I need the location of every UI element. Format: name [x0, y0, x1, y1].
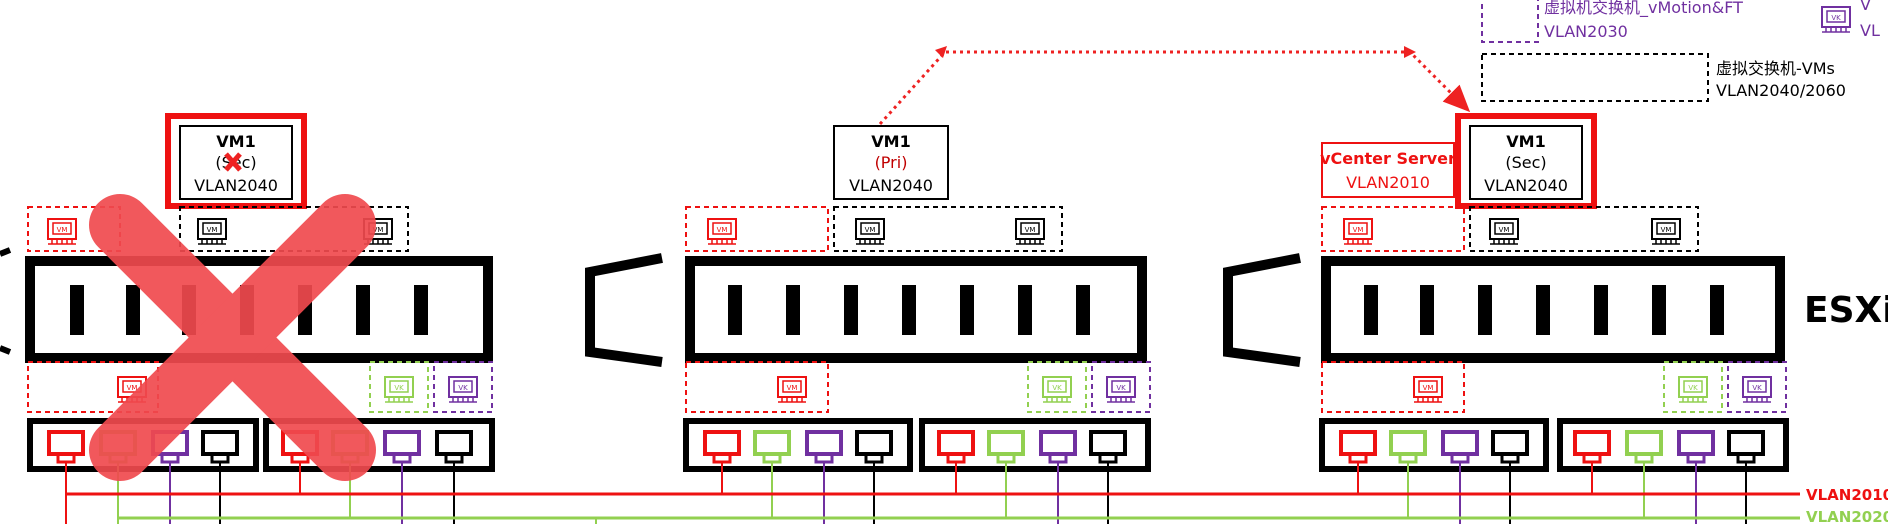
legend-vms-vlan: VLAN2040/2060	[1716, 81, 1846, 100]
legend-vms-label: 虚拟交换机-VMs	[1716, 59, 1835, 78]
nic-card	[1319, 418, 1549, 472]
vm-icon	[197, 218, 227, 245]
host-1: VM1 (Sec) VLAN2040	[0, 113, 495, 524]
ethernet-port-icon	[987, 430, 1025, 464]
ethernet-port-icon	[703, 430, 741, 464]
ethernet-port-icon	[1441, 430, 1479, 464]
failover-arrow	[878, 50, 1471, 126]
ethernet-port-icon	[201, 430, 239, 464]
vlan2020-label: VLAN2020	[1806, 508, 1888, 524]
legend-vmotion-vlan: VLAN2030	[1544, 22, 1628, 41]
ethernet-port-icon	[1625, 430, 1663, 464]
ethernet-port-icon	[805, 430, 843, 464]
host-2: VM1 (Pri) VLAN2040	[585, 125, 1151, 524]
ethernet-port-icon	[47, 430, 85, 464]
nic-card	[919, 418, 1151, 472]
legend: 虚拟机交换机_vMotion&FT VLAN2030 V VL 虚拟交换机-VM…	[1481, 0, 1880, 102]
vcenter-vlan: VLAN2010	[1346, 173, 1430, 192]
ethernet-port-icon	[1573, 430, 1611, 464]
vcenter-box	[1321, 142, 1455, 198]
vm-name: VM1	[1506, 132, 1545, 151]
cluster-bracket	[1223, 253, 1301, 367]
ethernet-port-icon	[383, 430, 421, 464]
ethernet-port-icon	[435, 430, 473, 464]
vm-vlan: VLAN2040	[849, 176, 933, 195]
legend-vms-box	[1481, 53, 1709, 102]
esxi-host-chassis	[1321, 256, 1785, 363]
vm-vlan: VLAN2040	[194, 176, 278, 195]
ethernet-port-icon	[1039, 430, 1077, 464]
vm-box	[1469, 125, 1583, 200]
vm-icon	[1343, 218, 1373, 245]
vk-icon	[1821, 6, 1851, 33]
nic-card	[1557, 418, 1789, 472]
ethernet-port-icon	[855, 430, 893, 464]
ethernet-port-icon	[1339, 430, 1377, 464]
vk-icon	[448, 376, 478, 403]
vm-role: (Pri)	[875, 153, 908, 172]
ethernet-port-icon	[753, 430, 791, 464]
ethernet-port-icon	[1677, 430, 1715, 464]
vm-role: (Sec)	[1505, 153, 1546, 172]
vm-icon	[1489, 218, 1519, 245]
nic-card	[683, 418, 913, 472]
ethernet-port-icon	[1491, 430, 1529, 464]
vlan2010-label: VLAN2010	[1806, 486, 1888, 504]
vm-icon	[47, 218, 77, 245]
legend-right-label: V	[1860, 0, 1871, 14]
nic-card	[263, 418, 495, 472]
ethernet-port-icon	[1727, 430, 1765, 464]
vm-icon	[707, 218, 737, 245]
vm-icon	[1413, 376, 1443, 403]
vk-icon	[1678, 376, 1708, 403]
vm-box	[833, 125, 949, 200]
vm-name: VM1	[216, 132, 255, 151]
vk-icon	[1042, 376, 1072, 403]
cluster-bracket	[585, 253, 663, 367]
vm-icon	[1651, 218, 1681, 245]
ethernet-port-icon	[1389, 430, 1427, 464]
vm-name: VM1	[871, 132, 910, 151]
legend-vmotion-box	[1481, 0, 1539, 43]
vm-vlan: VLAN2040	[1484, 176, 1568, 195]
legend-vmotion-label: 虚拟机交换机_vMotion&FT	[1544, 0, 1743, 18]
host-failed-x-mark	[89, 194, 376, 481]
esxi-label: ESXi	[1804, 290, 1888, 331]
host-3: vCenter Server VLAN2010 VM1 (Sec) VLAN20…	[1223, 113, 1888, 524]
network-buses: VLAN2010 VLAN2020	[66, 486, 1888, 524]
legend-right-vlan: VL	[1860, 21, 1880, 40]
vm-icon	[855, 218, 885, 245]
vk-icon	[1742, 376, 1772, 403]
x-mark-icon	[224, 152, 242, 172]
vk-icon	[1106, 376, 1136, 403]
vk-icon	[384, 376, 414, 403]
ethernet-port-icon	[1089, 430, 1127, 464]
ethernet-port-icon	[937, 430, 975, 464]
vm-icon	[1015, 218, 1045, 245]
vm-icon	[777, 376, 807, 403]
vcenter-name: vCenter Server	[1320, 149, 1456, 168]
